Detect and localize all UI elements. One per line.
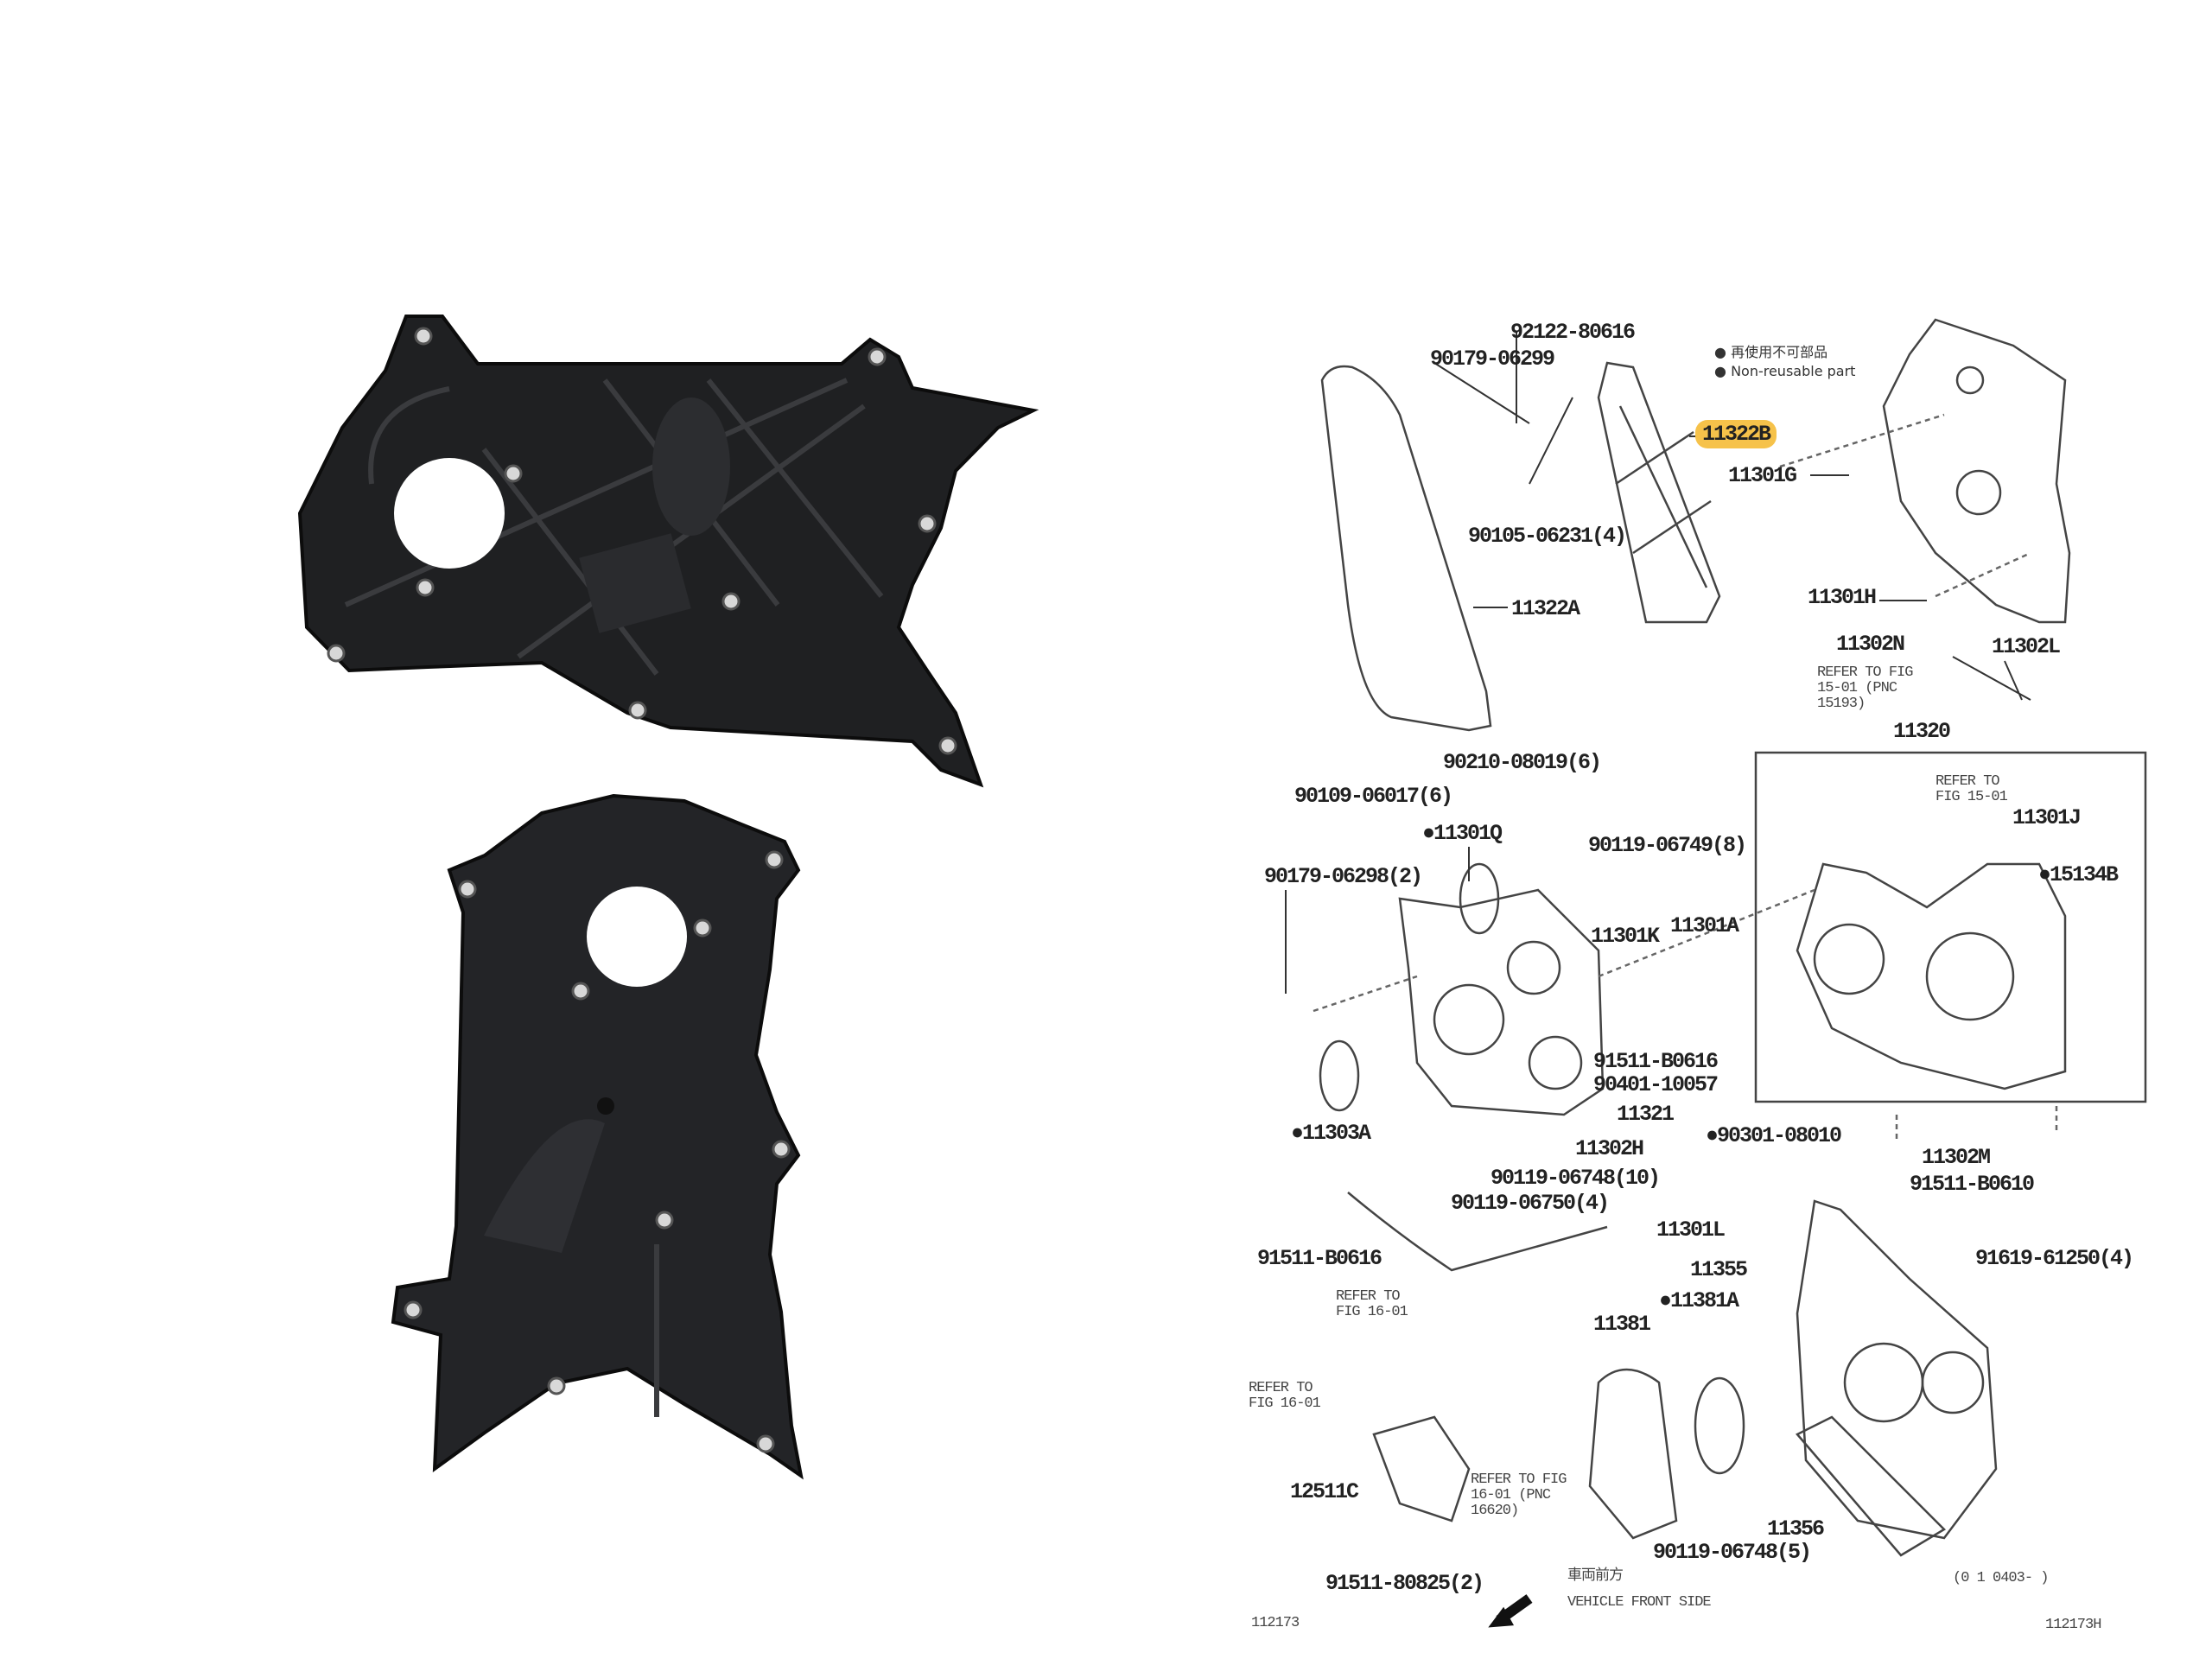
- part-label: 90119-06749(8): [1588, 833, 1747, 858]
- front-side-cn: 車両前方: [1567, 1568, 1624, 1585]
- part-label: 11302M: [1922, 1145, 1991, 1170]
- part-label: 90119-06750(4): [1451, 1191, 1610, 1216]
- figure-code: 112173H: [2045, 1617, 2101, 1633]
- bullet-icon: ●: [1714, 363, 1726, 379]
- part-label: ●11381A: [1659, 1288, 1739, 1313]
- refer-note: REFER TO FIG 16-01: [1336, 1288, 1408, 1320]
- rear-seal-retainer: [1588, 1368, 1678, 1540]
- part-label: 91619-61250(4): [1975, 1246, 2134, 1271]
- part-label: 90109-06017(6): [1294, 784, 1453, 809]
- part-label: 91511-B0616: [1593, 1049, 1719, 1074]
- legend-non-reusable-cn: ● 再使用不可部品: [1714, 344, 1828, 360]
- part-label: 90179-06299: [1430, 346, 1555, 372]
- part-label: 11381: [1593, 1312, 1651, 1337]
- oil-pan-baffle: [1796, 1415, 1947, 1557]
- plate-outline: [1597, 361, 1721, 624]
- refer-note: REFER TO FIG 15-01: [1936, 773, 2008, 805]
- rear-plate-outline: [1796, 1199, 1998, 1540]
- part-label: 90179-06298(2): [1264, 864, 1423, 889]
- engine-block-outline: [1882, 318, 2071, 624]
- date-range-note: (0 1 0403- ): [1953, 1570, 2049, 1586]
- part-label: ●11303A: [1291, 1121, 1371, 1146]
- subassembly-box: [1754, 751, 2147, 1103]
- part-label: 11321: [1617, 1102, 1675, 1127]
- part-label: 11302L: [1992, 634, 2061, 659]
- part-label: 11301A: [1670, 913, 1739, 938]
- part-label: 11301J: [2012, 805, 2082, 830]
- part-label: 91511-B0616: [1257, 1246, 1382, 1271]
- belt-cover-outline: [1320, 365, 1492, 732]
- part-label: 11301H: [1808, 585, 1877, 610]
- part-label: 11355: [1690, 1257, 1748, 1282]
- part-label: 11322A: [1511, 596, 1580, 621]
- part-label: 90210-08019(6): [1443, 750, 1602, 775]
- part-label: 90401-10057: [1593, 1072, 1719, 1097]
- part-label: 91511-B0610: [1910, 1172, 2035, 1197]
- part-label: 11320: [1893, 719, 1951, 744]
- oil-pump-outline: [1796, 862, 2067, 1090]
- refer-note: REFER TO FIG 16-01 (PNC 16620): [1471, 1471, 1567, 1519]
- part-label: ●90301-08010: [1706, 1123, 1842, 1148]
- timing-cover-lower-photo: [391, 793, 804, 1480]
- product-photos: [297, 315, 1039, 1480]
- figure-code: 112173: [1251, 1615, 1300, 1631]
- highlighted-part-label: 11322B: [1695, 420, 1777, 448]
- timing-cover-upper-photo: [297, 315, 1039, 788]
- refer-note: REFER TO FIG 15-01 (PNC 15193): [1817, 664, 1913, 712]
- bullet-icon: ●: [1714, 344, 1726, 360]
- part-label: 91511-80825(2): [1325, 1571, 1484, 1596]
- part-label: 90119-06748(10): [1491, 1166, 1661, 1191]
- part-label: 12511C: [1290, 1479, 1359, 1504]
- part-label: 90119-06748(5): [1653, 1540, 1812, 1565]
- part-label: 90105-06231(4): [1468, 524, 1627, 549]
- part-label: 11301G: [1728, 463, 1797, 488]
- refer-note: REFER TO FIG 16-01: [1249, 1380, 1321, 1412]
- legend-non-reusable-en: ● Non-reusable part: [1714, 363, 1856, 379]
- part-label: 11301K: [1591, 924, 1660, 949]
- part-label: ●15134B: [2038, 862, 2119, 887]
- part-label: 11356: [1767, 1516, 1825, 1541]
- part-label: 11302N: [1836, 632, 1905, 657]
- part-label: 92122-80616: [1510, 320, 1636, 345]
- part-label: ●11301Q: [1422, 821, 1503, 846]
- front-side-en: VEHICLE FRONT SIDE: [1567, 1594, 1712, 1611]
- part-label: 11302H: [1575, 1136, 1644, 1161]
- part-label: 11301L: [1656, 1217, 1726, 1243]
